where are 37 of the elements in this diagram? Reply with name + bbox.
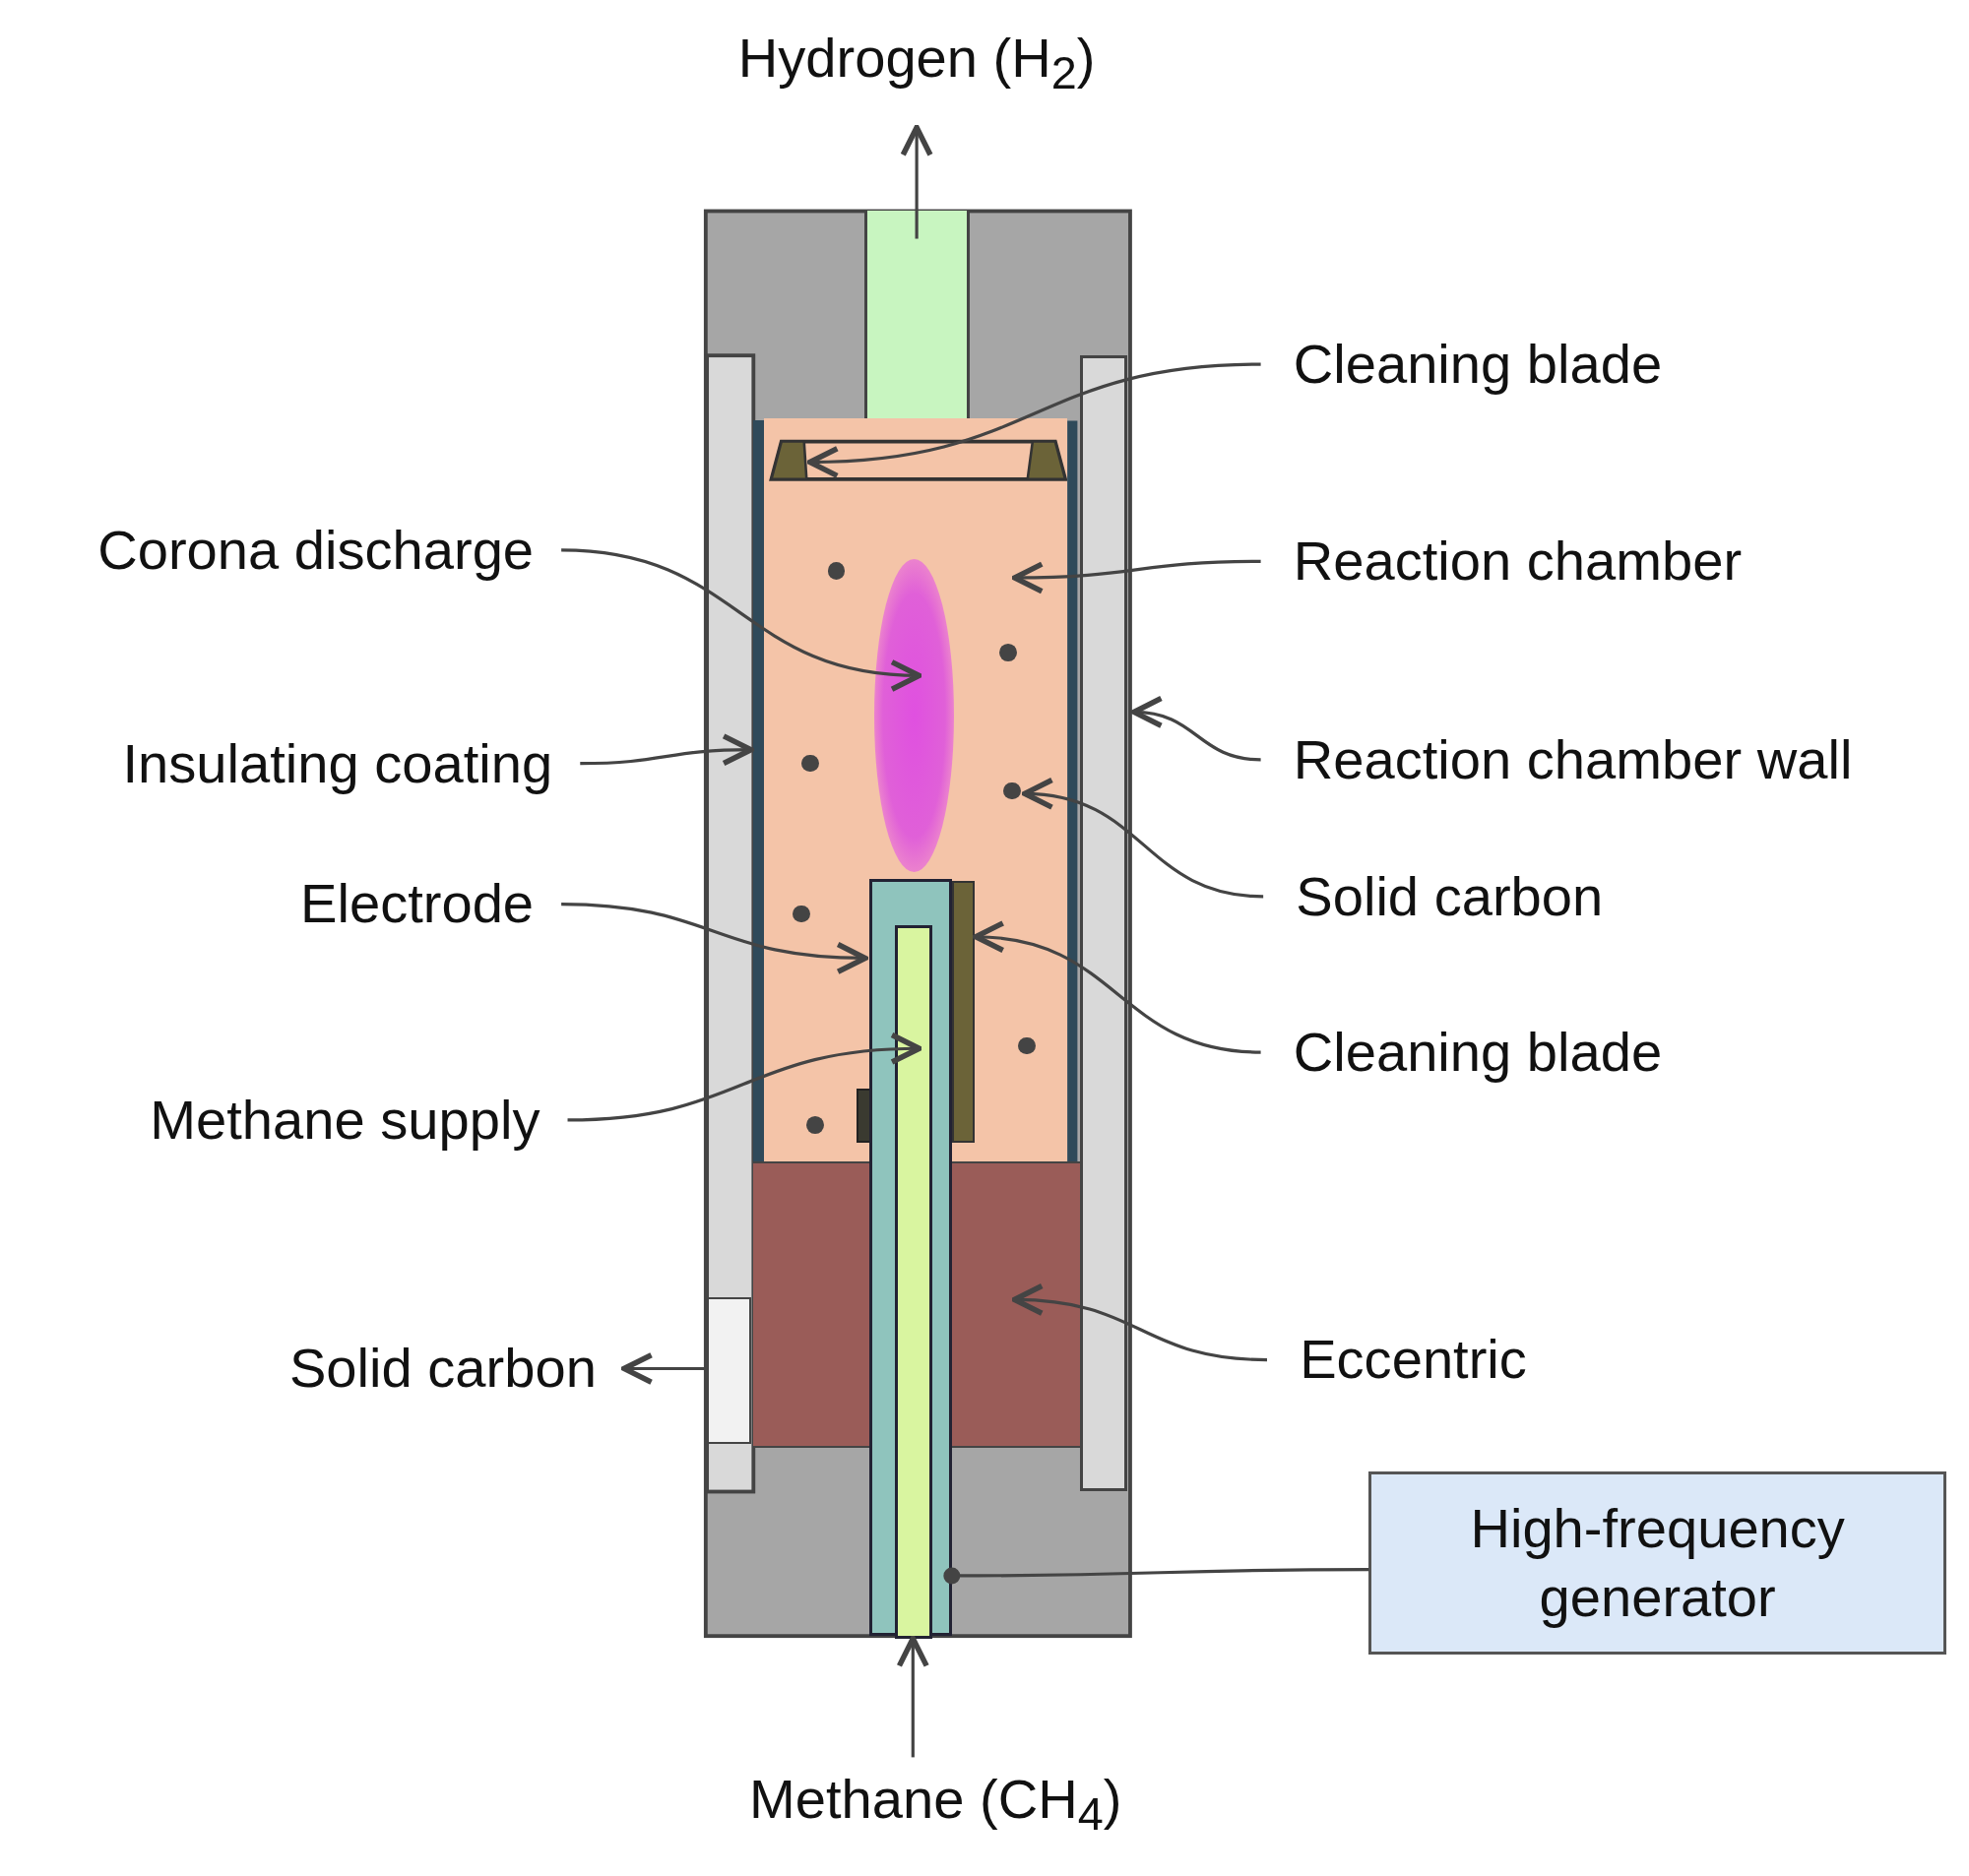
outlet-opening (707, 1296, 751, 1444)
connection-wire (943, 1567, 1369, 1585)
part-label: Reaction chamber (1293, 529, 1743, 594)
generator-label: High-frequency generator (1469, 1495, 1846, 1630)
chamber-wall (1079, 354, 1128, 1492)
leader-line (1011, 559, 1261, 594)
leader-line (973, 922, 1261, 1054)
part-label: Insulating coating (122, 731, 553, 795)
inlet-label: Methane (CH$_{4}$) (749, 1767, 1122, 1842)
flow-arrow (896, 1635, 929, 1758)
leader-line (1011, 1283, 1268, 1362)
leader-line (567, 1032, 922, 1122)
part-label: Cleaning blade (1293, 332, 1663, 397)
part-label: Electrode (300, 872, 535, 936)
flow-arrow (900, 124, 933, 239)
cleaning-blade (768, 439, 1068, 482)
part-label: Solid carbon (1296, 864, 1604, 928)
leader-line (1131, 697, 1261, 762)
part-label: Cleaning blade (1293, 1020, 1663, 1085)
leader-line (806, 362, 1261, 478)
outlet-label: Hydrogen (H$_{2}$) (737, 26, 1096, 100)
part-label: Corona discharge (97, 518, 535, 582)
part-label: Solid carbon (288, 1337, 597, 1401)
part-label: Eccentric (1300, 1328, 1527, 1392)
cleaning-blade (951, 881, 975, 1143)
leader-line (561, 902, 868, 974)
insulating-layer (753, 420, 764, 1161)
leader-line (1022, 779, 1264, 899)
part-label: Reaction chamber wall (1293, 727, 1853, 791)
leader-line (580, 733, 754, 767)
generator-box (1368, 1470, 1947, 1656)
part-label: Methane supply (150, 1088, 540, 1152)
leader-line (561, 548, 922, 691)
gas-channel (894, 925, 932, 1639)
carbon-particle (1003, 782, 1021, 800)
outlet-channel (863, 211, 970, 418)
electrode-tube (868, 878, 952, 1636)
